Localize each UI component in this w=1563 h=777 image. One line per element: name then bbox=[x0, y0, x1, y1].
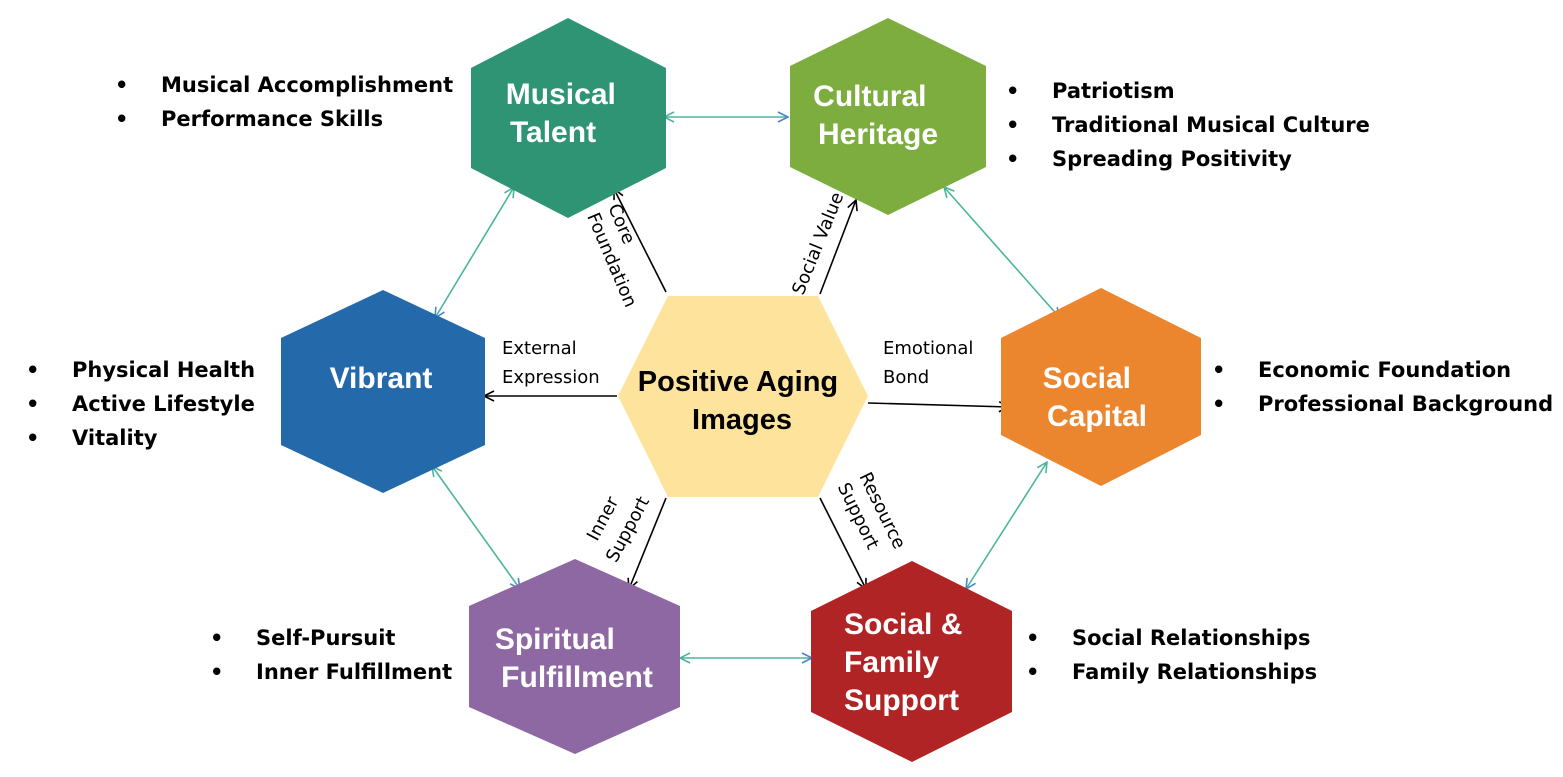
bullets-social-family-support: Social Relationships Family Relationship… bbox=[1026, 621, 1317, 689]
edge-label-resource-support: Resource Support bbox=[833, 469, 912, 568]
arrow-center-support bbox=[819, 497, 866, 589]
bullet-item: Musical Accomplishment bbox=[115, 68, 453, 102]
hexagon-social-capital bbox=[1001, 288, 1201, 486]
arrow-vibrant-talent bbox=[435, 187, 514, 318]
hexagon-spiritual-fulfillment bbox=[469, 559, 680, 754]
core-arrows bbox=[484, 189, 1009, 589]
arrow-center-spiritual bbox=[629, 497, 667, 589]
bullets-musical-talent: Musical Accomplishment Performance Skill… bbox=[115, 68, 453, 136]
arrow-center-capital bbox=[867, 403, 1009, 407]
bullets-spiritual-fulfillment: Self-Pursuit Inner Fulfillment bbox=[210, 621, 452, 689]
bullet-item: Spreading Positivity bbox=[1006, 142, 1370, 176]
bullets-cultural-heritage: Patriotism Traditional Musical Culture S… bbox=[1006, 74, 1370, 176]
bullet-item: Performance Skills bbox=[115, 102, 453, 136]
bullet-item: Economic Foundation bbox=[1212, 353, 1553, 387]
edge-label-core-foundation: Core Foundation bbox=[582, 201, 662, 311]
hexagon-center bbox=[618, 296, 868, 497]
bullet-item: Inner Fulfillment bbox=[210, 655, 452, 689]
arrow-capital-support bbox=[966, 462, 1047, 589]
edge-label-emotional-bond: Emotional Bond bbox=[883, 338, 979, 388]
node-title-vibrant: Vibrant bbox=[330, 362, 433, 395]
edge-label-external-expression: External Expression bbox=[502, 338, 600, 388]
bullets-social-capital: Economic Foundation Professional Backgro… bbox=[1212, 353, 1553, 421]
center-title: Positive Aging Images bbox=[638, 366, 846, 436]
hexagon-social-family-support bbox=[811, 561, 1012, 762]
bullet-item: Vitality bbox=[26, 421, 255, 455]
node-title-social-family-support: Social & Family Support bbox=[844, 608, 971, 717]
hexagon-cultural-heritage bbox=[790, 18, 986, 215]
node-title-musical-talent: Musical Talent bbox=[506, 78, 624, 149]
hexagon-musical-talent bbox=[471, 18, 666, 218]
node-title-social-capital: Social Capital bbox=[1043, 362, 1147, 433]
arrow-center-heritage bbox=[819, 200, 856, 295]
node-title-cultural-heritage: Cultural Heritage bbox=[813, 80, 938, 151]
node-title-spiritual-fulfillment: Spiritual Fulfillment bbox=[495, 623, 653, 694]
bullet-item: Active Lifestyle bbox=[26, 387, 255, 421]
arrow-center-talent bbox=[614, 189, 667, 293]
hexagon-vibrant bbox=[281, 290, 485, 493]
bullet-item: Patriotism bbox=[1006, 74, 1370, 108]
arrow-heritage-capital bbox=[944, 187, 1060, 318]
bullet-item: Physical Health bbox=[26, 353, 255, 387]
edge-label-inner-support: Inner Support bbox=[578, 480, 654, 565]
bullets-vibrant: Physical Health Active Lifestyle Vitalit… bbox=[26, 353, 255, 455]
bullet-item: Family Relationships bbox=[1026, 655, 1317, 689]
bullet-item: Social Relationships bbox=[1026, 621, 1317, 655]
bullet-item: Self-Pursuit bbox=[210, 621, 452, 655]
bullet-item: Traditional Musical Culture bbox=[1006, 108, 1370, 142]
peer-arrows bbox=[432, 117, 1060, 658]
arrow-vibrant-spiritual bbox=[432, 466, 520, 589]
bullet-item: Professional Background bbox=[1212, 387, 1553, 421]
